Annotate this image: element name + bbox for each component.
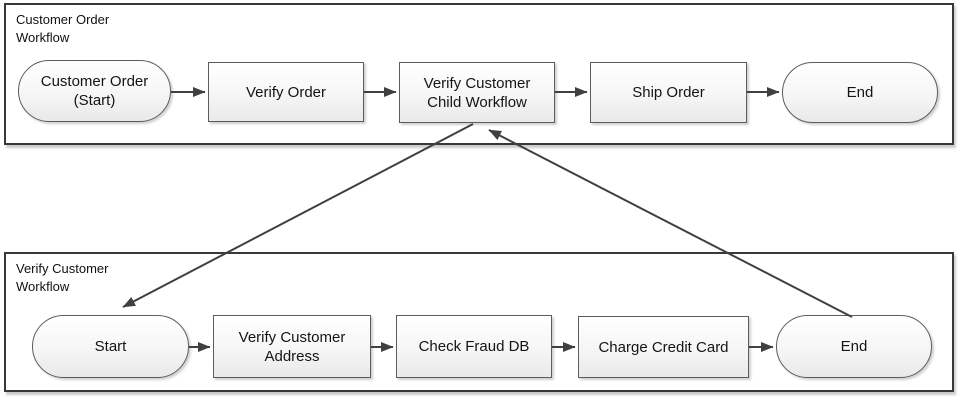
lane-verify-customer-label: Verify Customer Workflow [16,261,109,294]
node-end-top-label: End [846,84,874,101]
node-verify-order-label: Verify Order [245,83,327,101]
node-check-fraud-db-label: Check Fraud DB [418,338,530,355]
node-customer-order-start-label: Customer Order (Start) [40,73,149,109]
node-end-bottom[interactable]: End [776,315,932,378]
node-verify-order[interactable]: Verify Order [208,62,364,122]
node-ship-order[interactable]: Ship Order [590,62,747,123]
node-customer-order-start[interactable]: Customer Order (Start) [18,60,171,122]
node-end-bottom-label: End [840,338,868,355]
node-ship-order-label: Ship Order [632,84,705,101]
node-verify-customer-child-workflow-label: Verify Customer Child Workflow [423,74,531,111]
node-end-top[interactable]: End [782,62,938,123]
node-start-bottom-label: Start [94,338,127,355]
node-verify-customer-address-label: Verify Customer Address [238,328,346,365]
node-check-fraud-db[interactable]: Check Fraud DB [396,315,552,378]
node-verify-customer-address[interactable]: Verify Customer Address [213,315,371,378]
node-verify-customer-child-workflow[interactable]: Verify Customer Child Workflow [399,62,555,123]
node-charge-credit-card[interactable]: Charge Credit Card [578,316,749,378]
lane-customer-order-label: Customer Order Workflow [16,12,110,45]
node-charge-credit-card-label: Charge Credit Card [598,338,729,356]
node-start-bottom[interactable]: Start [32,315,189,378]
